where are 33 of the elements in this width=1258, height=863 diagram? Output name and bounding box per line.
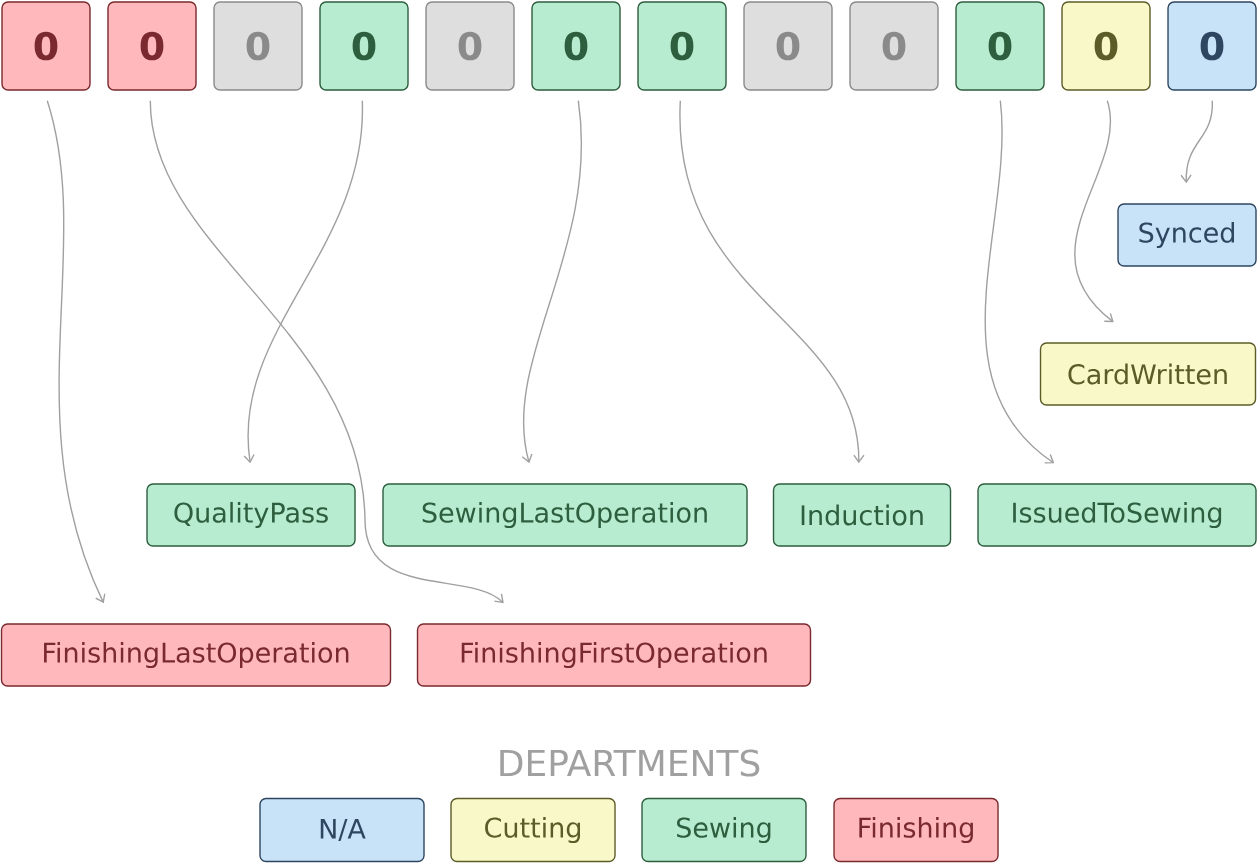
status-box: IssuedToSewing bbox=[977, 483, 1257, 547]
counter-box: 0 bbox=[107, 1, 197, 91]
counter-box: 0 bbox=[213, 1, 303, 91]
legend-box: Cutting bbox=[450, 797, 616, 863]
legend-heading: DEPARTMENTS bbox=[500, 749, 760, 777]
status-box: FinishingFirstOperation bbox=[416, 623, 812, 687]
status-box: SewingLastOperation bbox=[382, 483, 748, 547]
arrow bbox=[1180, 100, 1213, 184]
legend-box: Sewing bbox=[641, 797, 807, 863]
counter-box: 0 bbox=[1, 1, 91, 91]
arrow bbox=[243, 100, 363, 464]
status-box: CardWritten bbox=[1039, 342, 1257, 406]
counter-box: 0 bbox=[955, 1, 1045, 91]
status-box: FinishingLastOperation bbox=[0, 623, 392, 687]
arrow bbox=[46, 100, 106, 604]
counter-box: 0 bbox=[849, 1, 939, 91]
counter-box: 0 bbox=[531, 1, 621, 91]
counter-box: 0 bbox=[319, 1, 409, 91]
arrow bbox=[679, 100, 865, 464]
legend-box: Finishing bbox=[833, 797, 999, 863]
counter-box: 0 bbox=[1061, 1, 1151, 91]
status-box: Induction bbox=[772, 483, 952, 547]
arrow bbox=[1074, 100, 1114, 323]
counter-box: 0 bbox=[1167, 1, 1257, 91]
legend-box: N/A bbox=[259, 797, 425, 863]
counter-box: 0 bbox=[743, 1, 833, 91]
arrow bbox=[521, 100, 583, 464]
counter-box: 0 bbox=[425, 1, 515, 91]
arrow bbox=[149, 100, 504, 604]
counter-box: 0 bbox=[637, 1, 727, 91]
status-box: Synced bbox=[1117, 203, 1257, 267]
status-box: QualityPass bbox=[146, 483, 356, 547]
arrow bbox=[984, 100, 1055, 464]
